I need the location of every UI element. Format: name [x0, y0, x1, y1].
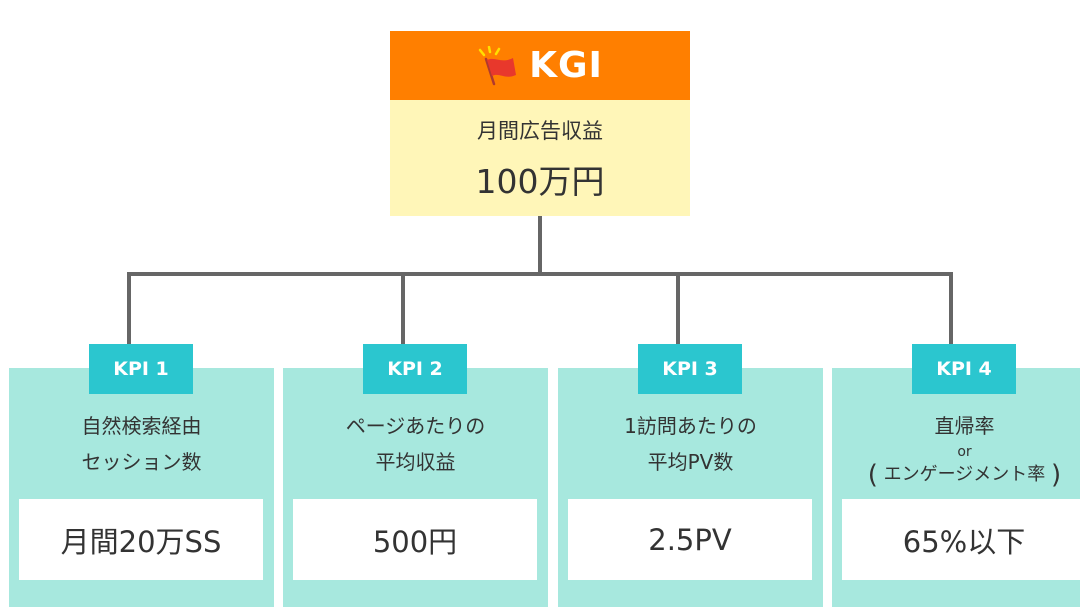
kpi-target: 65%以下	[842, 499, 1080, 580]
kpi-card-1: KPI 1 自然検索経由 セッション数 月間20万SS	[9, 344, 274, 607]
kpi-tag: KPI 3	[638, 344, 742, 394]
kpi-card-4: KPI 4 直帰率 or ( エンゲージメント率 ) 65%以下	[832, 344, 1080, 607]
kgi-label: 月間広告収益	[477, 119, 603, 143]
kpi-card-3: KPI 3 1訪問あたりの 平均PV数 2.5PV	[558, 344, 823, 607]
kpi-metric: 1訪問あたりの 平均PV数	[558, 408, 823, 480]
kpi-metric: 直帰率 or ( エンゲージメント率 )	[832, 408, 1080, 490]
kgi-header: KGI	[390, 31, 690, 100]
kpi-metric: ページあたりの 平均収益	[283, 408, 548, 480]
kpi-tag: KPI 1	[89, 344, 193, 394]
kpi-tag: KPI 4	[912, 344, 1016, 394]
kpi-metric: 自然検索経由 セッション数	[9, 408, 274, 480]
kpi-metric-alt-wrapper: ( エンゲージメント率 )	[832, 460, 1080, 490]
kpi-metric-line2: 平均PV数	[647, 450, 734, 474]
kpi-target: 500円	[293, 499, 537, 580]
kpi-metric-line1: ページあたりの	[345, 414, 486, 438]
kpi-metric-line1: 1訪問あたりの	[624, 414, 757, 438]
kpi-card-2: KPI 2 ページあたりの 平均収益 500円	[283, 344, 548, 607]
flag-icon	[477, 45, 521, 86]
kpi-metric-line2: セッション数	[81, 450, 202, 474]
kpi-target: 2.5PV	[568, 499, 812, 580]
kpi-metric-line1: 直帰率	[934, 414, 995, 438]
kpi-metric-line2: 平均収益	[375, 450, 456, 474]
kpi-target: 月間20万SS	[19, 499, 263, 580]
right-paren: )	[1051, 460, 1062, 490]
kpi-tag: KPI 2	[363, 344, 467, 394]
kgi-body: 月間広告収益 100万円	[390, 100, 690, 216]
kpi-metric-alt: エンゲージメント率	[883, 464, 1046, 485]
left-paren: (	[867, 460, 878, 490]
kgi-title: KGI	[529, 45, 603, 86]
kpi-metric-or: or	[957, 444, 972, 460]
kpi-metric-line1: 自然検索経由	[81, 414, 202, 438]
kgi-value: 100万円	[475, 162, 605, 201]
